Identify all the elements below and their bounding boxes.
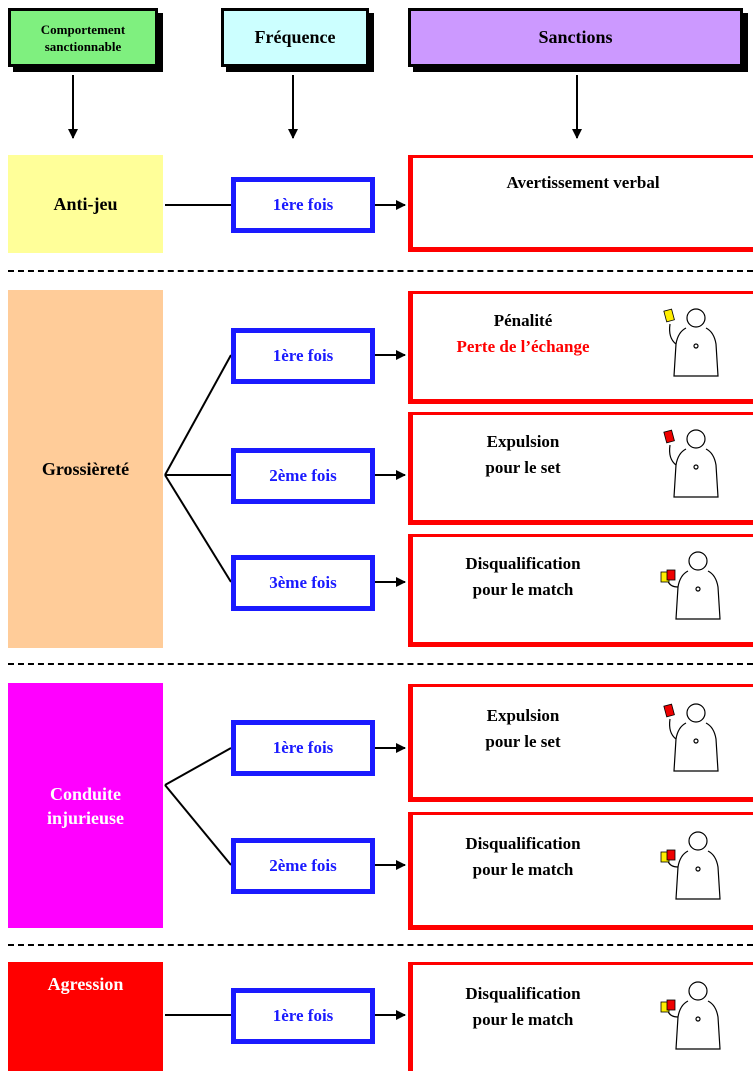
separator: [8, 944, 753, 946]
sanction-title: Avertissement verbal: [506, 173, 660, 192]
sanction-box: Disqualification pour le match: [408, 962, 753, 1071]
sanction-detail: pour le match: [472, 1010, 574, 1029]
referee-yellow-red-cards-icon: [660, 831, 721, 900]
frequency-label: 1ère fois: [272, 195, 334, 214]
header-sanctions: Sanctions: [408, 8, 743, 67]
sanction-title: Disqualification: [465, 984, 581, 1003]
frequency-box: 2ème fois: [231, 448, 375, 504]
sanction-box: Expulsion pour le set: [408, 412, 753, 525]
sanction-title: Expulsion: [486, 432, 560, 451]
frequency-label: 2ème fois: [269, 466, 337, 485]
sanction-title: Expulsion: [486, 706, 560, 725]
header-behavior: Comportement sanctionnable: [8, 8, 158, 67]
frequency-box: 1ère fois: [231, 720, 375, 776]
referee-yellow-red-cards-icon: [660, 981, 721, 1050]
frequency-box: 3ème fois: [231, 555, 375, 611]
frequency-box: 1ère fois: [231, 988, 375, 1044]
separator: [8, 663, 753, 665]
category-label: Anti-jeu: [53, 194, 118, 214]
category-anti-jeu: Anti-jeu: [8, 155, 163, 253]
sanction-text: Pénalité Perte de l’échange: [413, 308, 633, 360]
sanction-box: Disqualification pour le match: [408, 534, 753, 647]
header-frequency: Fréquence: [221, 8, 369, 67]
referee-yellow-red-cards-icon: [660, 551, 721, 620]
sanction-box: Disqualification pour le match: [408, 812, 753, 930]
category-conduite-injurieuse: Conduite injurieuse: [8, 683, 163, 928]
frequency-box: 2ème fois: [231, 838, 375, 894]
frequency-box: 1ère fois: [231, 177, 375, 233]
sanction-text: Avertissement verbal: [413, 170, 753, 196]
frequency-label: 2ème fois: [269, 856, 337, 875]
sanction-title: Disqualification: [465, 834, 581, 853]
sanction-text: Expulsion pour le set: [413, 703, 633, 755]
frequency-box: 1ère fois: [231, 328, 375, 384]
sanction-penalty: Perte de l’échange: [456, 337, 590, 356]
category-agression: Agression: [8, 962, 163, 1071]
frequency-label: 3ème fois: [269, 573, 337, 592]
category-grossierete: Grossièreté: [8, 290, 163, 648]
sanction-title: Disqualification: [465, 554, 581, 573]
referee-red-card-icon: [663, 429, 719, 498]
sanction-detail: pour le match: [472, 860, 574, 879]
sanction-text: Expulsion pour le set: [413, 429, 633, 481]
sanction-box: Avertissement verbal: [408, 155, 753, 252]
sanction-detail: pour le set: [485, 458, 561, 477]
sanction-title: Pénalité: [493, 311, 553, 330]
sanction-box: Pénalité Perte de l’échange: [408, 291, 753, 404]
sanction-box: Expulsion pour le set: [408, 684, 753, 802]
header-sanctions-label: Sanctions: [538, 27, 613, 47]
sanction-text: Disqualification pour le match: [413, 981, 633, 1033]
sanction-detail: pour le match: [472, 580, 574, 599]
category-label: Grossièreté: [41, 459, 130, 479]
frequency-label: 1ère fois: [272, 738, 334, 757]
category-label: Agression: [47, 974, 124, 994]
sanction-text: Disqualification pour le match: [413, 551, 633, 603]
frequency-label: 1ère fois: [272, 1006, 334, 1025]
sanction-detail: pour le set: [485, 732, 561, 751]
frequency-label: 1ère fois: [272, 346, 334, 365]
header-frequency-label: Fréquence: [254, 27, 336, 47]
referee-red-card-icon: [663, 703, 719, 772]
category-label: Conduite injurieuse: [46, 783, 124, 828]
sanction-text: Disqualification pour le match: [413, 831, 633, 883]
header-behavior-label: Comportement sanctionnable: [40, 21, 126, 54]
separator: [8, 270, 753, 272]
referee-yellow-card-icon: [663, 308, 719, 377]
